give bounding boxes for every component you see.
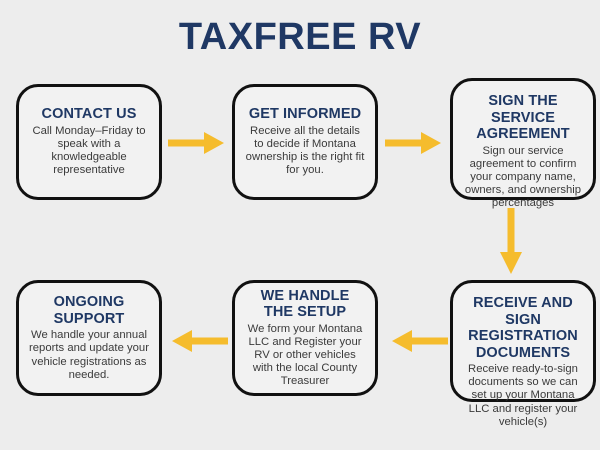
step-heading-contact-us: CONTACT US [41, 106, 137, 123]
step-body-receive-sign: Receive ready-to-sign documents so we ca… [468, 363, 578, 428]
step-heading-get-informed: GET INFORMED [248, 106, 362, 123]
step-box-sign-agreement: SIGN THE SERVICE AGREEMENT Sign our serv… [450, 78, 596, 209]
arrow-left-icon [168, 328, 228, 354]
step-body-contact-us: Call Monday–Friday to speak with a knowl… [32, 124, 146, 177]
arrow-right-icon [168, 130, 224, 156]
step-box-receive-sign: RECEIVE AND SIGN REGISTRATION DOCUMENTS … [450, 280, 596, 428]
step-heading-we-handle-setup: WE HANDLE THE SETUP [260, 287, 350, 321]
step-box-get-informed: GET INFORMED Receive all the details to … [232, 84, 378, 200]
step-body-we-handle-setup: We form your Montana LLC and Register yo… [247, 322, 363, 388]
arrow-right-icon [385, 130, 441, 156]
step-box-we-handle-setup: WE HANDLE THE SETUP We form your Montana… [232, 280, 378, 396]
step-heading-ongoing-support: ONGOING SUPPORT [53, 294, 125, 327]
step-box-ongoing-support: ONGOING SUPPORT We handle your annual re… [16, 280, 162, 396]
step-heading-receive-sign: RECEIVE AND SIGN REGISTRATION DOCUMENTS [468, 295, 578, 361]
step-body-sign-agreement: Sign our service agreement to confirm yo… [464, 144, 582, 210]
step-box-contact-us: CONTACT US Call Monday–Friday to speak w… [16, 84, 162, 200]
arrow-down-icon [498, 208, 524, 274]
step-body-ongoing-support: We handle your annual reports and update… [29, 329, 149, 381]
step-body-get-informed: Receive all the details to decide if Mon… [245, 124, 365, 177]
arrow-left-icon [388, 328, 448, 354]
step-heading-sign-agreement: SIGN THE SERVICE AGREEMENT [476, 93, 570, 142]
page-title: TAXFREE RV [178, 16, 422, 58]
